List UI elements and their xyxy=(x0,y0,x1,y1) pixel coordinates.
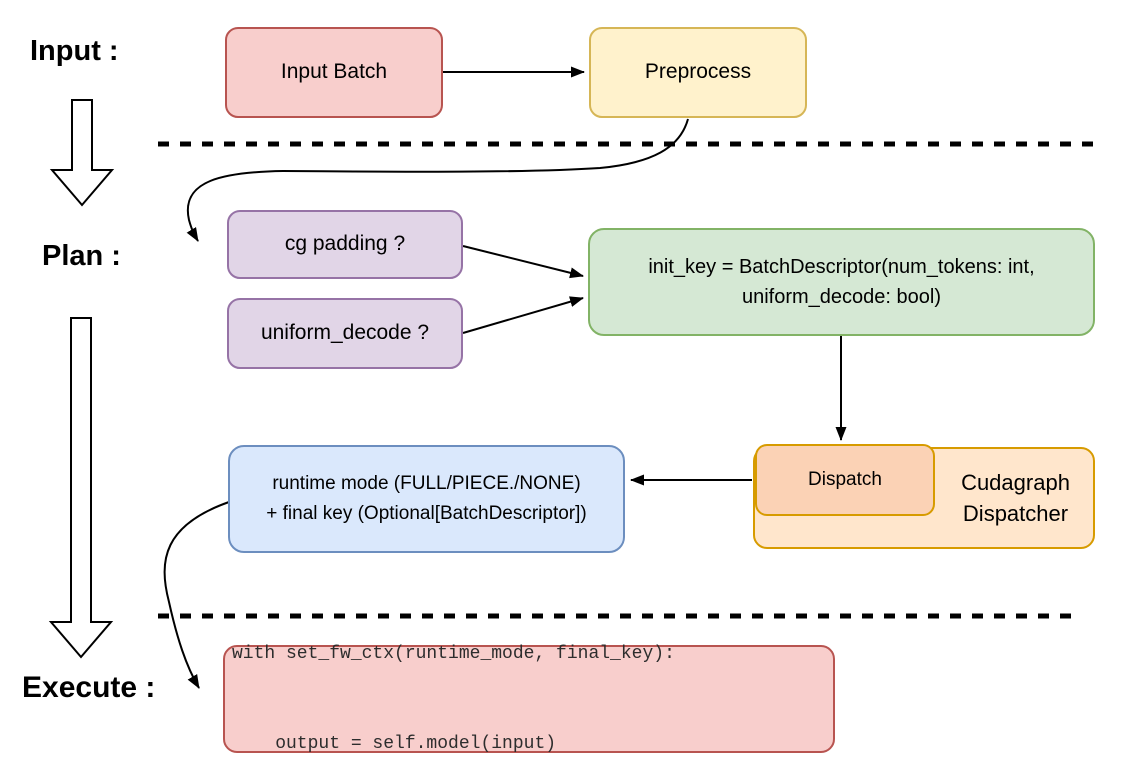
arrow-uniform-decode-to-init-key xyxy=(462,296,584,334)
cudagraph-dispatcher-label: Cudagraph Dispatcher xyxy=(938,467,1093,529)
input-section-label: Input : xyxy=(30,35,119,67)
cg-padding-node: cg padding ? xyxy=(227,210,463,279)
preprocess-node: Preprocess xyxy=(589,27,807,118)
flow-arrow-input-to-plan-icon xyxy=(49,99,115,207)
init-key-line1: init_key = BatchDescriptor(num_tokens: i… xyxy=(648,256,1035,278)
arrow-cg-padding-to-init-key xyxy=(462,245,584,279)
init-key-node: init_key = BatchDescriptor(num_tokens: i… xyxy=(588,228,1095,336)
dispatch-label: Dispatch xyxy=(808,469,882,491)
arrow-runtime-mode-to-execute-code xyxy=(163,501,230,689)
input-batch-node: Input Batch xyxy=(225,27,443,118)
plan-section-label: Plan : xyxy=(42,240,121,272)
input-batch-label: Input Batch xyxy=(280,60,388,84)
flow-arrow-plan-to-execute-icon xyxy=(48,317,114,659)
cudagraph-dispatcher-line1: Cudagraph xyxy=(961,470,1070,495)
execute-code-line1: with set_fw_ctx(runtime_mode, final_key)… xyxy=(232,644,675,664)
dispatch-node: Dispatch xyxy=(755,444,935,516)
cudagraph-dispatcher-line2: Dispatcher xyxy=(962,501,1069,526)
init-key-line2: uniform_decode: bool) xyxy=(741,286,941,308)
cg-padding-label: cg padding ? xyxy=(284,232,406,256)
execute-code-line2: output = self.model(input) xyxy=(232,734,557,754)
preprocess-label: Preprocess xyxy=(644,60,752,84)
runtime-mode-line2: + final key (Optional[BatchDescriptor]) xyxy=(266,503,587,524)
runtime-mode-node: runtime mode (FULL/PIECE./NONE) + final … xyxy=(228,445,625,553)
runtime-mode-line1: runtime mode (FULL/PIECE./NONE) xyxy=(272,473,581,494)
uniform-decode-node: uniform_decode ? xyxy=(227,298,463,369)
execute-section-label: Execute : xyxy=(22,671,156,704)
uniform-decode-label: uniform_decode ? xyxy=(260,321,430,345)
execute-code-node: with set_fw_ctx(runtime_mode, final_key)… xyxy=(223,644,835,754)
